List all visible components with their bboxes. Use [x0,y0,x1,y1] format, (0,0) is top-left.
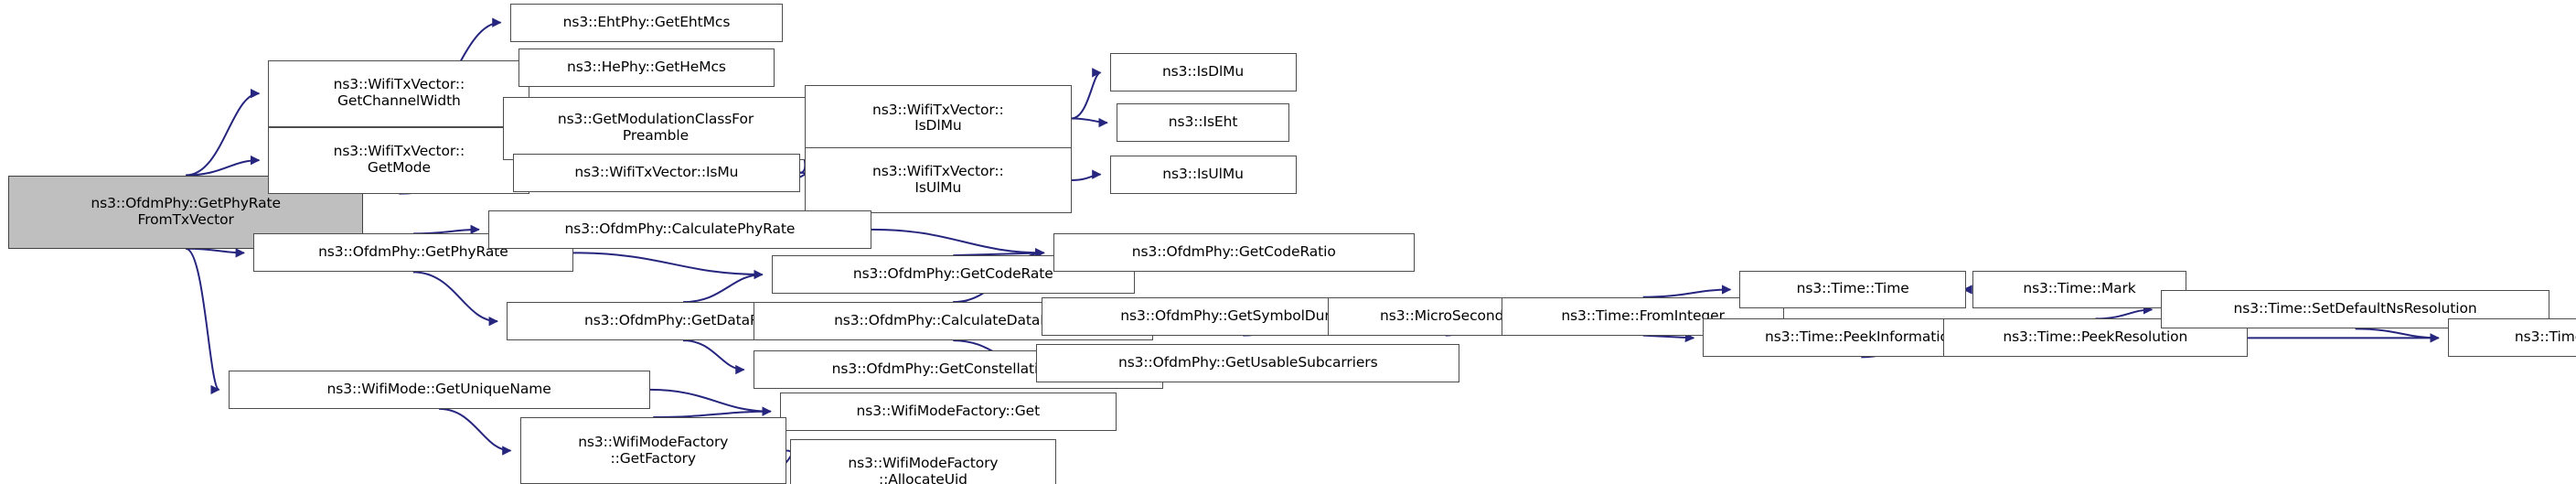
graph-edge-calculatePhyRate-to-getCodeRatio [871,228,1045,258]
graph-edge-fromInteger-to-timeTime [1642,285,1732,298]
graph-node-label: ns3::IsEht [1168,113,1238,131]
graph-node-label: ns3::GetModulationClassFor Preamble [557,111,754,145]
graph-node-getCodeRatio[interactable]: ns3::OfdmPhy::GetCodeRatio [1053,233,1415,273]
graph-node-getUniqueName[interactable]: ns3::WifiMode::GetUniqueName [228,370,650,409]
graph-node-label: ns3::Time::SetDefaultNsResolution [2233,300,2477,317]
graph-node-label: ns3::Time::FromInteger [1561,307,1725,324]
graph-node-label: ns3::WifiModeFactory ::GetFactory [578,433,729,467]
graph-edge-root-to-getPhyRate [186,247,246,258]
graph-edge-isDlMuVec-to-isDlMu [1071,68,1102,120]
graph-node-getUsableSubcarriers[interactable]: ns3::OfdmPhy::GetUsableSubcarriers [1036,343,1460,382]
graph-node-label: ns3::IsUlMu [1162,165,1244,182]
graph-node-isUlMu[interactable]: ns3::IsUlMu [1109,155,1297,194]
graph-edge-peekResolution-to-setDefaultNsRes [2095,305,2154,320]
graph-node-label: ns3::Time::SetResolution [2514,328,2576,346]
graph-node-isMu[interactable]: ns3::WifiTxVector::IsMu [513,153,800,192]
graph-node-calculatePhyRate[interactable]: ns3::OfdmPhy::CalculatePhyRate [487,210,871,249]
graph-node-label: ns3::WifiTxVector::IsMu [574,163,739,180]
graph-node-label: ns3::WifiModeFactory::Get [856,402,1041,419]
graph-node-label: ns3::MicroSeconds [1380,307,1512,324]
graph-node-isEht[interactable]: ns3::IsEht [1116,103,1290,143]
graph-node-label: ns3::OfdmPhy::CalculatePhyRate [564,220,796,237]
graph-edge-isUlMuVec-to-isUlMu [1071,169,1102,182]
graph-node-label: ns3::WifiTxVector:: GetChannelWidth [333,76,465,110]
graph-edge-getDataRate-to-getConstellationSize [683,339,745,375]
graph-node-getModClassPreamble[interactable]: ns3::GetModulationClassFor Preamble [503,96,808,161]
graph-node-label: ns3::OfdmPhy::GetCodeRate [852,265,1053,283]
graph-node-factoryGet[interactable]: ns3::WifiModeFactory::Get [779,392,1117,431]
graph-node-setDefaultNsRes[interactable]: ns3::Time::SetDefaultNsResolution [2161,290,2549,329]
graph-node-allocateUid[interactable]: ns3::WifiModeFactory ::AllocateUid [789,438,1057,484]
graph-node-label: ns3::Time::PeekInformation [1765,328,1958,346]
graph-node-label: ns3::EhtPhy::GetEhtMcs [562,13,731,30]
graph-node-getMode[interactable]: ns3::WifiTxVector:: GetMode [268,126,530,194]
graph-node-label: ns3::IsDlMu [1161,63,1245,81]
graph-node-label: ns3::WifiMode::GetUniqueName [326,380,551,397]
graph-node-label: ns3::OfdmPhy::CalculateDataRate [834,312,1073,329]
graph-node-mark[interactable]: ns3::Time::Mark [1972,270,2186,309]
graph-edge-getUniqueName-to-getFactory [439,407,512,456]
graph-node-getHeMcs[interactable]: ns3::HePhy::GetHeMcs [518,48,775,87]
graph-node-getChannelWidth[interactable]: ns3::WifiTxVector:: GetChannelWidth [268,59,530,127]
graph-node-label: ns3::HePhy::GetHeMcs [567,58,726,75]
graph-node-label: ns3::WifiTxVector:: IsDlMu [872,101,1004,134]
graph-node-label: ns3::OfdmPhy::GetUsableSubcarriers [1117,353,1378,371]
graph-node-label: ns3::Time::PeekResolution [2003,328,2188,346]
graph-node-isUlMuVec[interactable]: ns3::WifiTxVector:: IsUlMu [805,146,1072,214]
graph-node-label: ns3::OfdmPhy::GetSymbolDuration [1120,307,1366,324]
graph-node-label: ns3::WifiTxVector:: GetMode [333,143,465,177]
graph-node-isDlMu[interactable]: ns3::IsDlMu [1109,53,1297,92]
graph-node-label: ns3::OfdmPhy::GetConstellationSize [831,360,1085,378]
graph-edge-getPhyRate-to-getDataRate [412,271,498,327]
graph-node-label: ns3::Time::Time [1796,280,1909,297]
graph-node-setResolution[interactable]: ns3::Time::SetResolution [2447,318,2576,358]
graph-node-label: ns3::OfdmPhy::GetDataRate [583,312,783,329]
graph-node-isDlMuVec[interactable]: ns3::WifiTxVector:: IsDlMu [805,85,1072,152]
graph-edge-getUniqueName-to-factoryGet [649,388,772,416]
graph-edge-root-to-getChannelWidth [186,88,261,177]
graph-node-label: ns3::Time::Mark [2023,280,2136,297]
graph-edge-root-to-getMode [186,155,261,177]
graph-edge-setDefaultNsRes-to-setResolution [2355,328,2440,343]
graph-edge-fromInteger-to-peekInformation [1642,332,1695,343]
graph-node-getFactory[interactable]: ns3::WifiModeFactory ::GetFactory [519,417,787,484]
graph-node-label: ns3::OfdmPhy::GetPhyRate FromTxVector [91,194,281,228]
graph-edge-root-to-getUniqueName [185,247,220,395]
graph-node-label: ns3::OfdmPhy::GetPhyRate [318,243,508,261]
graph-node-label: ns3::WifiModeFactory ::AllocateUid [848,455,999,484]
graph-node-label: ns3::OfdmPhy::GetCodeRatio [1131,243,1336,261]
graph-edge-isDlMuVec-to-isEht [1071,117,1108,128]
graph-edge-getPhyRate-to-getCodeRate [572,252,764,280]
graph-node-getEhtMcs[interactable]: ns3::EhtPhy::GetEhtMcs [509,3,784,42]
graph-node-timeTime[interactable]: ns3::Time::Time [1739,270,1967,309]
graph-edge-getDataRate-to-getCodeRate [683,269,764,304]
graph-node-label: ns3::WifiTxVector:: IsUlMu [872,163,1004,196]
